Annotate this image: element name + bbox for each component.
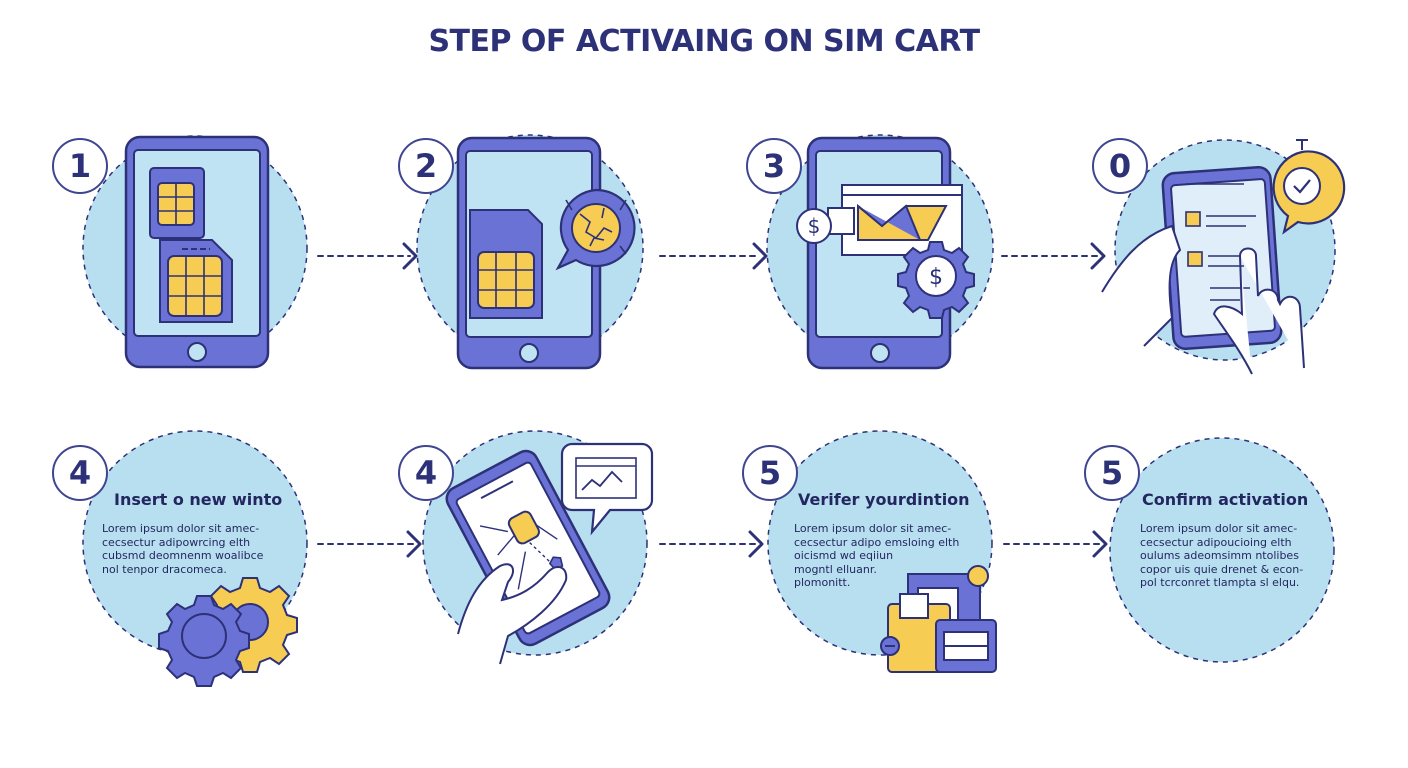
- wallet-documents-icon: [880, 565, 997, 673]
- step-description-line: mogntl elluanr.: [794, 562, 877, 576]
- connector-arrow: [1001, 242, 1106, 270]
- step-description-line: cecsectur adipoucioing elth: [1140, 535, 1292, 549]
- step-title: Verifer yourdintion: [798, 490, 970, 509]
- connector-arrow: [1003, 530, 1108, 558]
- step-description-line: pol tcrconret tlampta sl elqu.: [1140, 576, 1300, 589]
- svg-text:$: $: [929, 265, 943, 290]
- connector-arrow: [317, 242, 418, 270]
- connector-arrow: [659, 242, 768, 270]
- step-description-line: copor uis quie drenet & econ-: [1140, 562, 1304, 576]
- step-title: Confirm activation: [1142, 490, 1309, 509]
- step-number-badge: 5: [1084, 445, 1140, 501]
- svg-text:$: $: [808, 214, 821, 238]
- step-description-line: Lorem ipsum dolor sit amec-: [1140, 522, 1298, 535]
- step-description: Lorem ipsum dolor sit amec- cecsectur ad…: [794, 522, 959, 590]
- step-description-line: oicismd wd eqiiun: [794, 549, 894, 562]
- step-description-line: cecsectur adipowrcing elth: [102, 535, 251, 549]
- gears-icon: [158, 577, 298, 687]
- payment-gear-icon: $ $: [796, 136, 975, 370]
- step-number-badge: 3: [746, 138, 802, 194]
- step-title: Insert o new winto: [114, 490, 283, 509]
- step-description-line: cecsectur adipo emsloing elth: [794, 535, 960, 549]
- step-number-badge: 1: [52, 138, 108, 194]
- connector-arrow: [317, 530, 422, 558]
- sim-with-globe-icon: [456, 136, 636, 370]
- step-number-badge: 0: [1092, 138, 1148, 194]
- sim-card-icon: [124, 135, 270, 369]
- tap-checklist-icon: [1101, 139, 1346, 375]
- step-description: Lorem ipsum dolor sit amec- cecsectur ad…: [102, 522, 263, 576]
- step-8-bg-circle: [1109, 437, 1335, 663]
- connector-arrow: [659, 530, 764, 558]
- step-description-line: cubsmd deomnenm woalibce: [102, 549, 264, 562]
- step-description: Lorem ipsum dolor sit amec- cecsectur ad…: [1140, 522, 1303, 590]
- step-number-badge: 4: [52, 445, 108, 501]
- step-number-badge: 5: [742, 445, 798, 501]
- page-title: STEP OF ACTIVAING ON SIM CART: [428, 24, 980, 59]
- step-number-badge: 4: [398, 445, 454, 501]
- step-description-line: oulums adeomsimm ntolibes: [1140, 549, 1299, 562]
- step-description-line: Lorem ipsum dolor sit amec-: [794, 522, 952, 535]
- step-description-line: nol tenpor dracomeca.: [102, 562, 227, 576]
- step-number-badge: 2: [398, 138, 454, 194]
- step-description-line: Lorem ipsum dolor sit amec-: [102, 522, 260, 535]
- step-description-line: plomonitt.: [794, 576, 851, 589]
- hand-phone-icon: [445, 442, 654, 665]
